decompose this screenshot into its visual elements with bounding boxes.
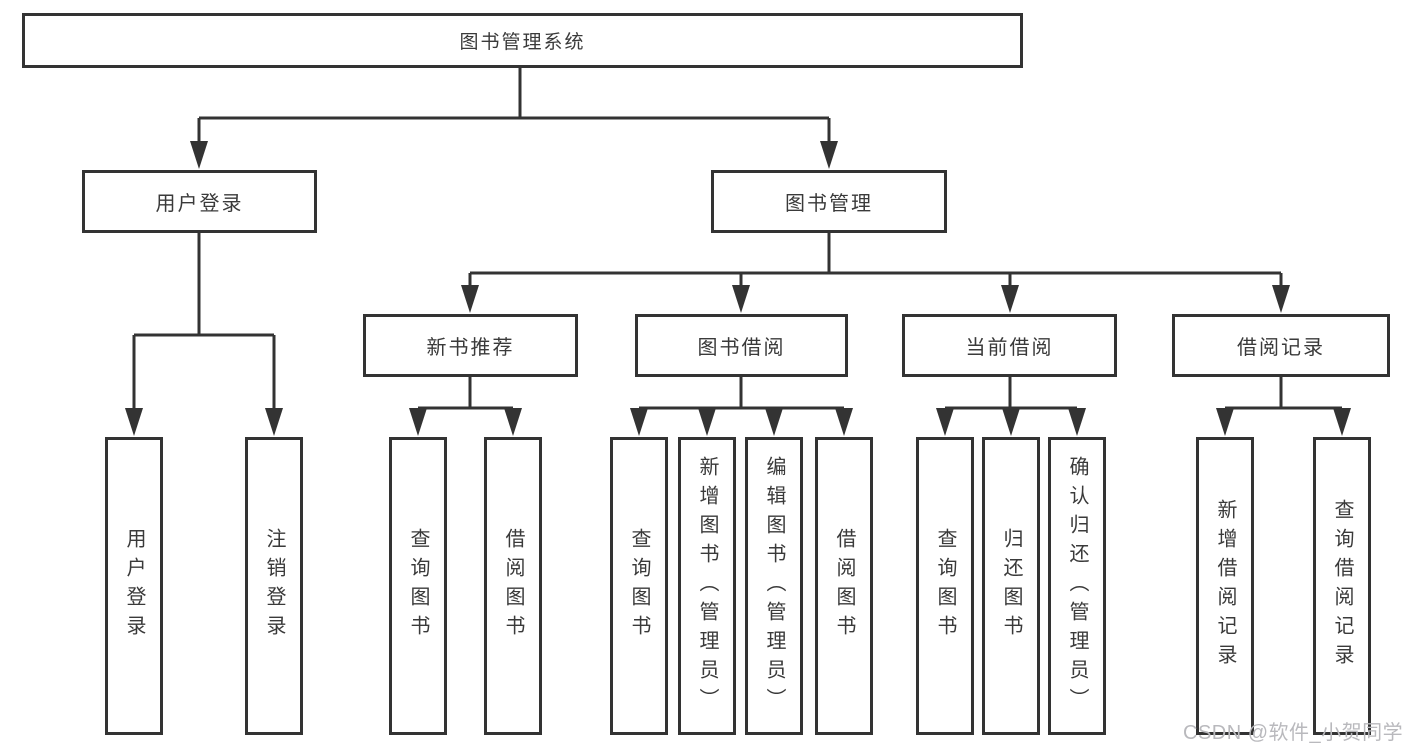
node-user-login-label: 用户登录	[155, 193, 244, 215]
connector-user-login	[125, 233, 283, 436]
watermark: CSDN @软件_小贺同学	[1183, 722, 1404, 744]
node-root-system-label: 图书管理系统	[459, 32, 586, 53]
leaf-logout: 注销登录	[245, 437, 303, 735]
leaf-confirm-return-admin: 确认归还（管理员）	[1048, 437, 1106, 735]
leaf-recommend-borrow-books-label: 借阅图书	[502, 528, 524, 644]
leaf-return-books-label: 归还图书	[1000, 528, 1022, 644]
connector-book-borrow	[630, 377, 853, 436]
leaf-query-borrow-record-label: 查询借阅记录	[1331, 499, 1353, 673]
leaf-add-books-admin-label: 新增图书（管理员）	[696, 455, 718, 717]
leaf-recommend-borrow-books: 借阅图书	[484, 437, 542, 735]
leaf-borrow-query-books-label: 查询图书	[628, 528, 650, 644]
node-new-book-recommend: 新书推荐	[363, 314, 578, 377]
leaf-current-query-books: 查询图书	[916, 437, 974, 735]
connector-book-management	[461, 233, 1290, 313]
leaf-current-query-books-label: 查询图书	[934, 528, 956, 644]
leaf-user-login-label: 用户登录	[123, 528, 145, 644]
node-current-borrow-label: 当前借阅	[965, 337, 1054, 359]
node-borrow-records-label: 借阅记录	[1237, 337, 1325, 359]
node-book-management: 图书管理	[711, 170, 947, 233]
node-book-borrow-label: 图书借阅	[697, 337, 786, 359]
leaf-query-borrow-record: 查询借阅记录	[1313, 437, 1371, 735]
leaf-edit-books-admin: 编辑图书（管理员）	[745, 437, 803, 735]
leaf-borrow-books-label: 借阅图书	[833, 528, 855, 644]
node-borrow-records: 借阅记录	[1172, 314, 1390, 377]
leaf-borrow-books: 借阅图书	[815, 437, 873, 735]
leaf-logout-label: 注销登录	[263, 528, 285, 644]
connector-root-to-branches	[190, 68, 838, 169]
leaf-edit-books-admin-label: 编辑图书（管理员）	[763, 455, 785, 717]
leaf-add-books-admin: 新增图书（管理员）	[678, 437, 736, 735]
leaf-recommend-query-books-label: 查询图书	[407, 528, 429, 644]
node-new-book-recommend-label: 新书推荐	[426, 337, 515, 359]
leaf-confirm-return-admin-label: 确认归还（管理员）	[1066, 455, 1088, 717]
connector-current-borrow	[936, 377, 1086, 436]
connector-new-book-recommend	[409, 377, 522, 436]
node-book-borrow: 图书借阅	[635, 314, 848, 377]
node-root-system: 图书管理系统	[22, 13, 1023, 68]
leaf-borrow-query-books: 查询图书	[610, 437, 668, 735]
leaf-recommend-query-books: 查询图书	[389, 437, 447, 735]
leaf-user-login: 用户登录	[105, 437, 163, 735]
leaf-return-books: 归还图书	[982, 437, 1040, 735]
connector-borrow-records	[1216, 377, 1351, 436]
node-current-borrow: 当前借阅	[902, 314, 1117, 377]
node-user-login: 用户登录	[82, 170, 317, 233]
leaf-add-borrow-record-label: 新增借阅记录	[1214, 499, 1236, 673]
leaf-add-borrow-record: 新增借阅记录	[1196, 437, 1254, 735]
node-book-management-label: 图书管理	[785, 193, 873, 215]
